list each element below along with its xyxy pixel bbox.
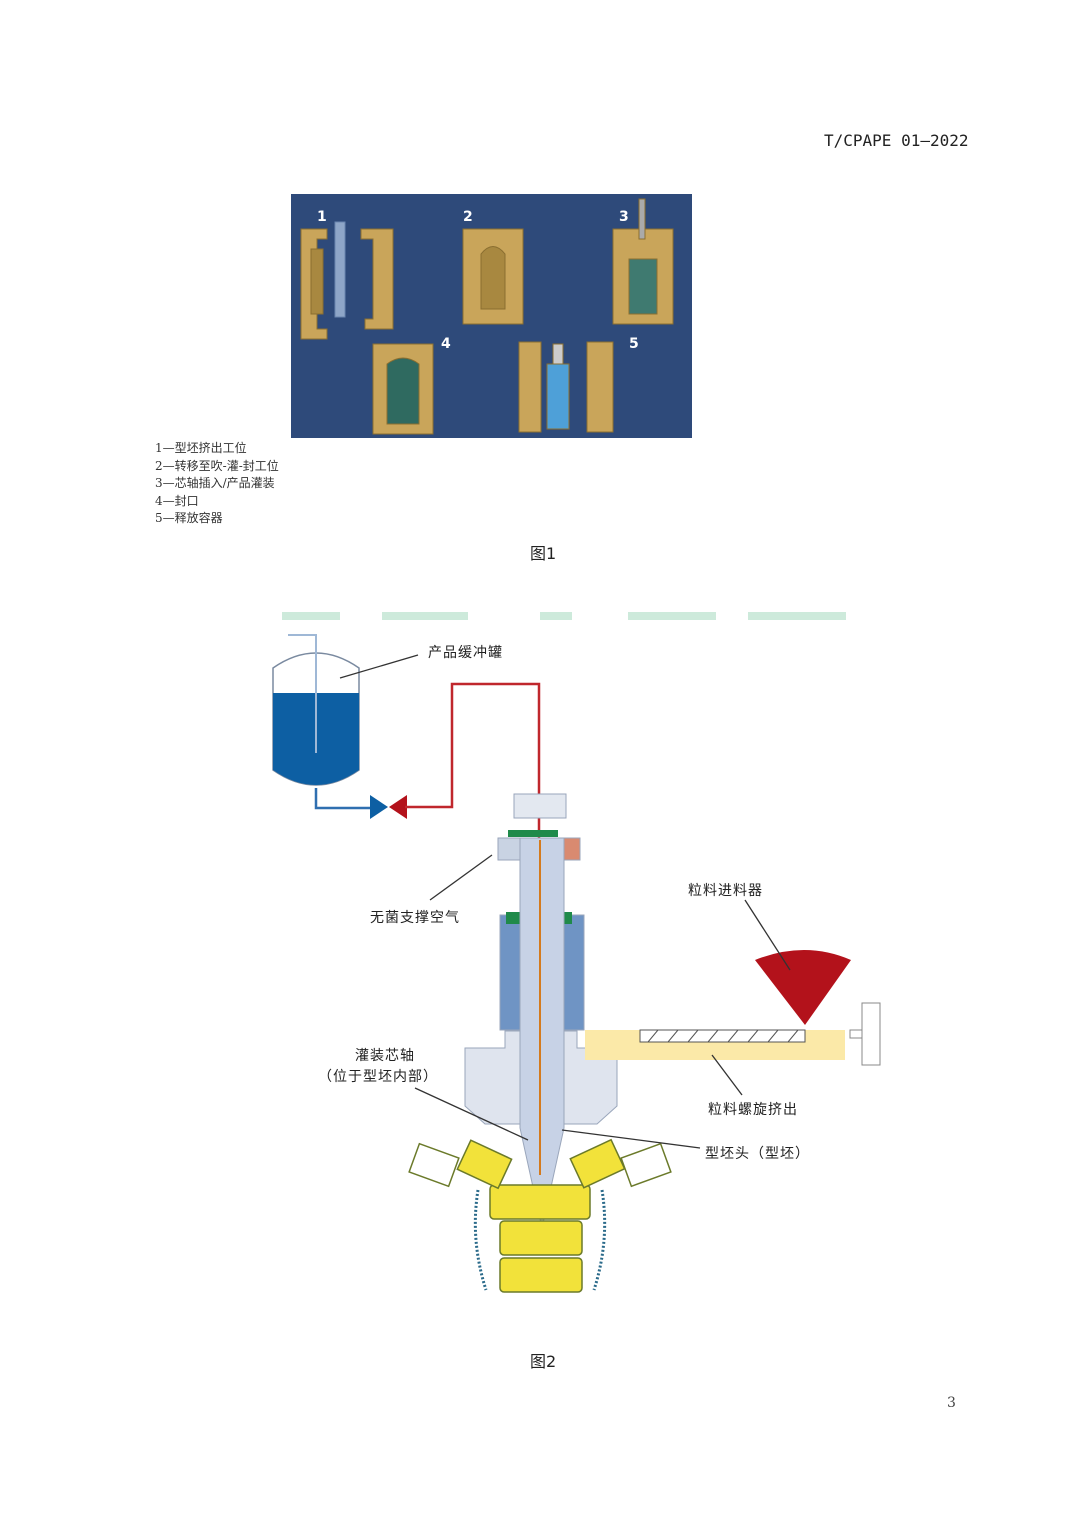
figure-1-caption: 图1 xyxy=(530,544,557,563)
step-number: 5 xyxy=(629,336,639,352)
step-number: 2 xyxy=(463,209,473,225)
screw-extruder xyxy=(585,950,881,1066)
legend-item: 2—转移至吹-灌-封工位 xyxy=(155,458,279,473)
legend-item: 3—芯轴插入/产品灌装 xyxy=(155,476,275,490)
label-arrows xyxy=(339,654,791,1149)
figure-2-caption: 图2 xyxy=(530,1352,557,1371)
legend-item: 5—释放容器 xyxy=(155,511,223,525)
standard-code: T/CPAPE 01—2022 xyxy=(824,131,969,150)
label-screw-extrusion: 粒料螺旋挤出 xyxy=(708,1102,798,1118)
figure-1-image: 1 2 3 4 5 xyxy=(291,194,692,438)
figure-1-legend: 1—型坯挤出工位 2—转移至吹-灌-封工位 3—芯轴插入/产品灌装 4—封口 5… xyxy=(155,440,279,528)
buffer-tank xyxy=(272,634,541,1174)
bfs-steps-illustration: 1 2 3 4 5 xyxy=(300,198,674,435)
faded-header-bars xyxy=(282,612,846,620)
step-number: 1 xyxy=(317,209,327,225)
label-pellet-feeder: 粒料进料器 xyxy=(688,883,763,899)
label-parison-head: 型坯头（型坯） xyxy=(705,1146,810,1162)
label-sterile-air: 无菌支撑空气 xyxy=(370,910,460,926)
label-buffer-tank: 产品缓冲罐 xyxy=(428,645,503,661)
label-filling-mandrel-note: （位于型坯内部） xyxy=(318,1069,438,1085)
step-number: 4 xyxy=(441,336,451,352)
legend-item: 4—封口 xyxy=(155,493,199,508)
molds xyxy=(408,1138,672,1293)
parison-head xyxy=(464,793,618,1229)
label-filling-mandrel: 灌装芯轴 xyxy=(355,1048,415,1064)
page-number: 3 xyxy=(947,1395,956,1411)
step-number: 3 xyxy=(619,209,629,225)
legend-item: 1—型坯挤出工位 xyxy=(155,441,247,455)
